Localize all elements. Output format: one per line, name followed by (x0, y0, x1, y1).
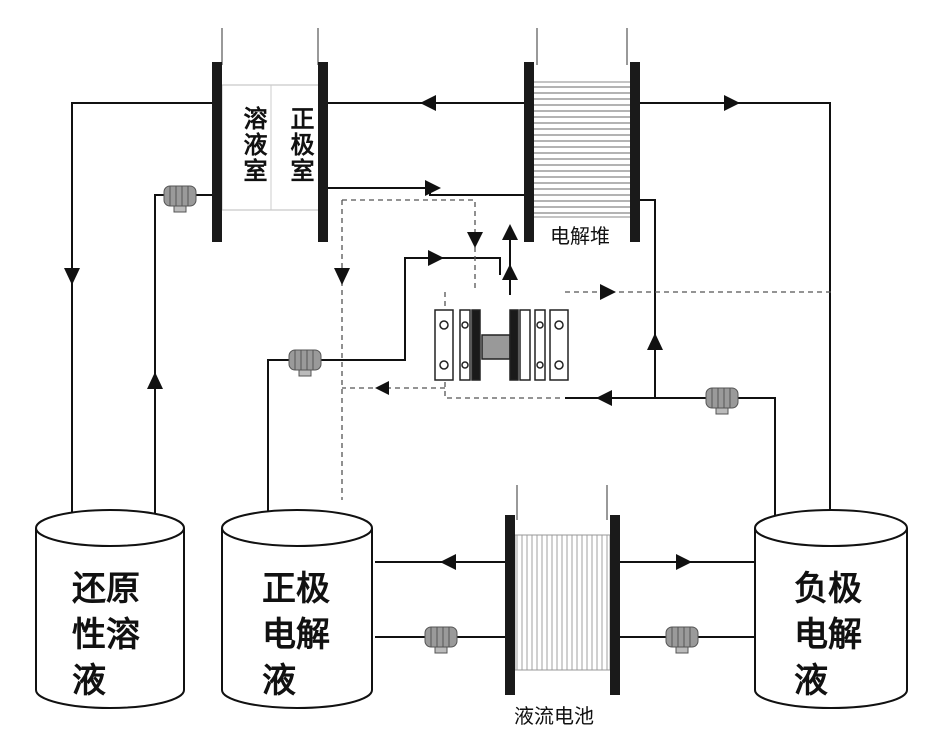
pump-icon (425, 627, 457, 653)
label-solution-chamber: 溶液室 (236, 106, 271, 184)
label-reducing-tank: 还原 性溶 液 (72, 566, 140, 704)
label-electrolysis-stack: 电解堆 (550, 220, 610, 249)
label-reducing-tank-line-1: 还原 (72, 566, 140, 612)
battery-right-plate (610, 515, 620, 695)
label-negative-tank-line-1: 负极 (794, 566, 862, 612)
pump-icon (666, 627, 698, 653)
pump-icon (289, 350, 321, 376)
pump-icon (706, 388, 738, 414)
label-reducing-tank-line-3: 液 (72, 658, 140, 704)
label-positive-chamber: 正极室 (283, 106, 318, 184)
label-negative-tank-line-3: 液 (794, 658, 862, 704)
flow-arrow-icon (647, 333, 663, 350)
flow-arrow-icon (440, 554, 456, 570)
electrolysis-stack (524, 28, 640, 242)
label-positive-tank-line-3: 液 (262, 658, 330, 704)
pipe-reducing-tank-to-chamber (155, 195, 215, 525)
dashed-line-chamber-to-cell (342, 200, 475, 290)
flow-arrow-icon (596, 390, 612, 406)
flow-arrow-icon (147, 372, 163, 389)
pipe-negative-tank-to-cell (565, 398, 775, 515)
flow-arrow-icon (420, 95, 436, 111)
flow-arrow-icon (425, 180, 441, 196)
flow-arrow-icon (724, 95, 740, 111)
flow-arrow-icon (64, 268, 80, 285)
pipe-chamber-to-reducing-tank (72, 103, 215, 525)
label-positive-tank: 正极 电解 液 (262, 566, 330, 704)
battery-left-plate (505, 515, 515, 695)
flow-arrow-icon (467, 232, 483, 248)
chamber-left-plate (212, 62, 222, 242)
label-positive-tank-line-2: 电解 (262, 612, 330, 658)
flow-arrow-icon (334, 268, 350, 285)
flow-arrow-icon (502, 264, 518, 280)
label-reducing-tank-line-2: 性溶 (72, 612, 140, 658)
pipe-stack-to-negative-tank (630, 103, 830, 515)
flow-arrow-icon (375, 381, 389, 395)
flow-battery (505, 485, 620, 695)
chamber-right-plate (318, 62, 328, 242)
flow-arrow-icon (428, 250, 444, 266)
flow-arrow-icon (502, 224, 518, 240)
label-positive-tank-line-1: 正极 (262, 566, 330, 612)
label-negative-tank: 负极 电解 液 (794, 566, 862, 704)
pump-icon (164, 186, 196, 212)
flow-arrow-icon (600, 284, 616, 300)
stack-left-plate (524, 62, 534, 242)
label-flow-battery: 液流电池 (514, 700, 594, 729)
stack-right-plate (630, 62, 640, 242)
flow-arrow-icon (676, 554, 692, 570)
separation-cell (435, 310, 568, 380)
label-negative-tank-line-2: 电解 (794, 612, 862, 658)
